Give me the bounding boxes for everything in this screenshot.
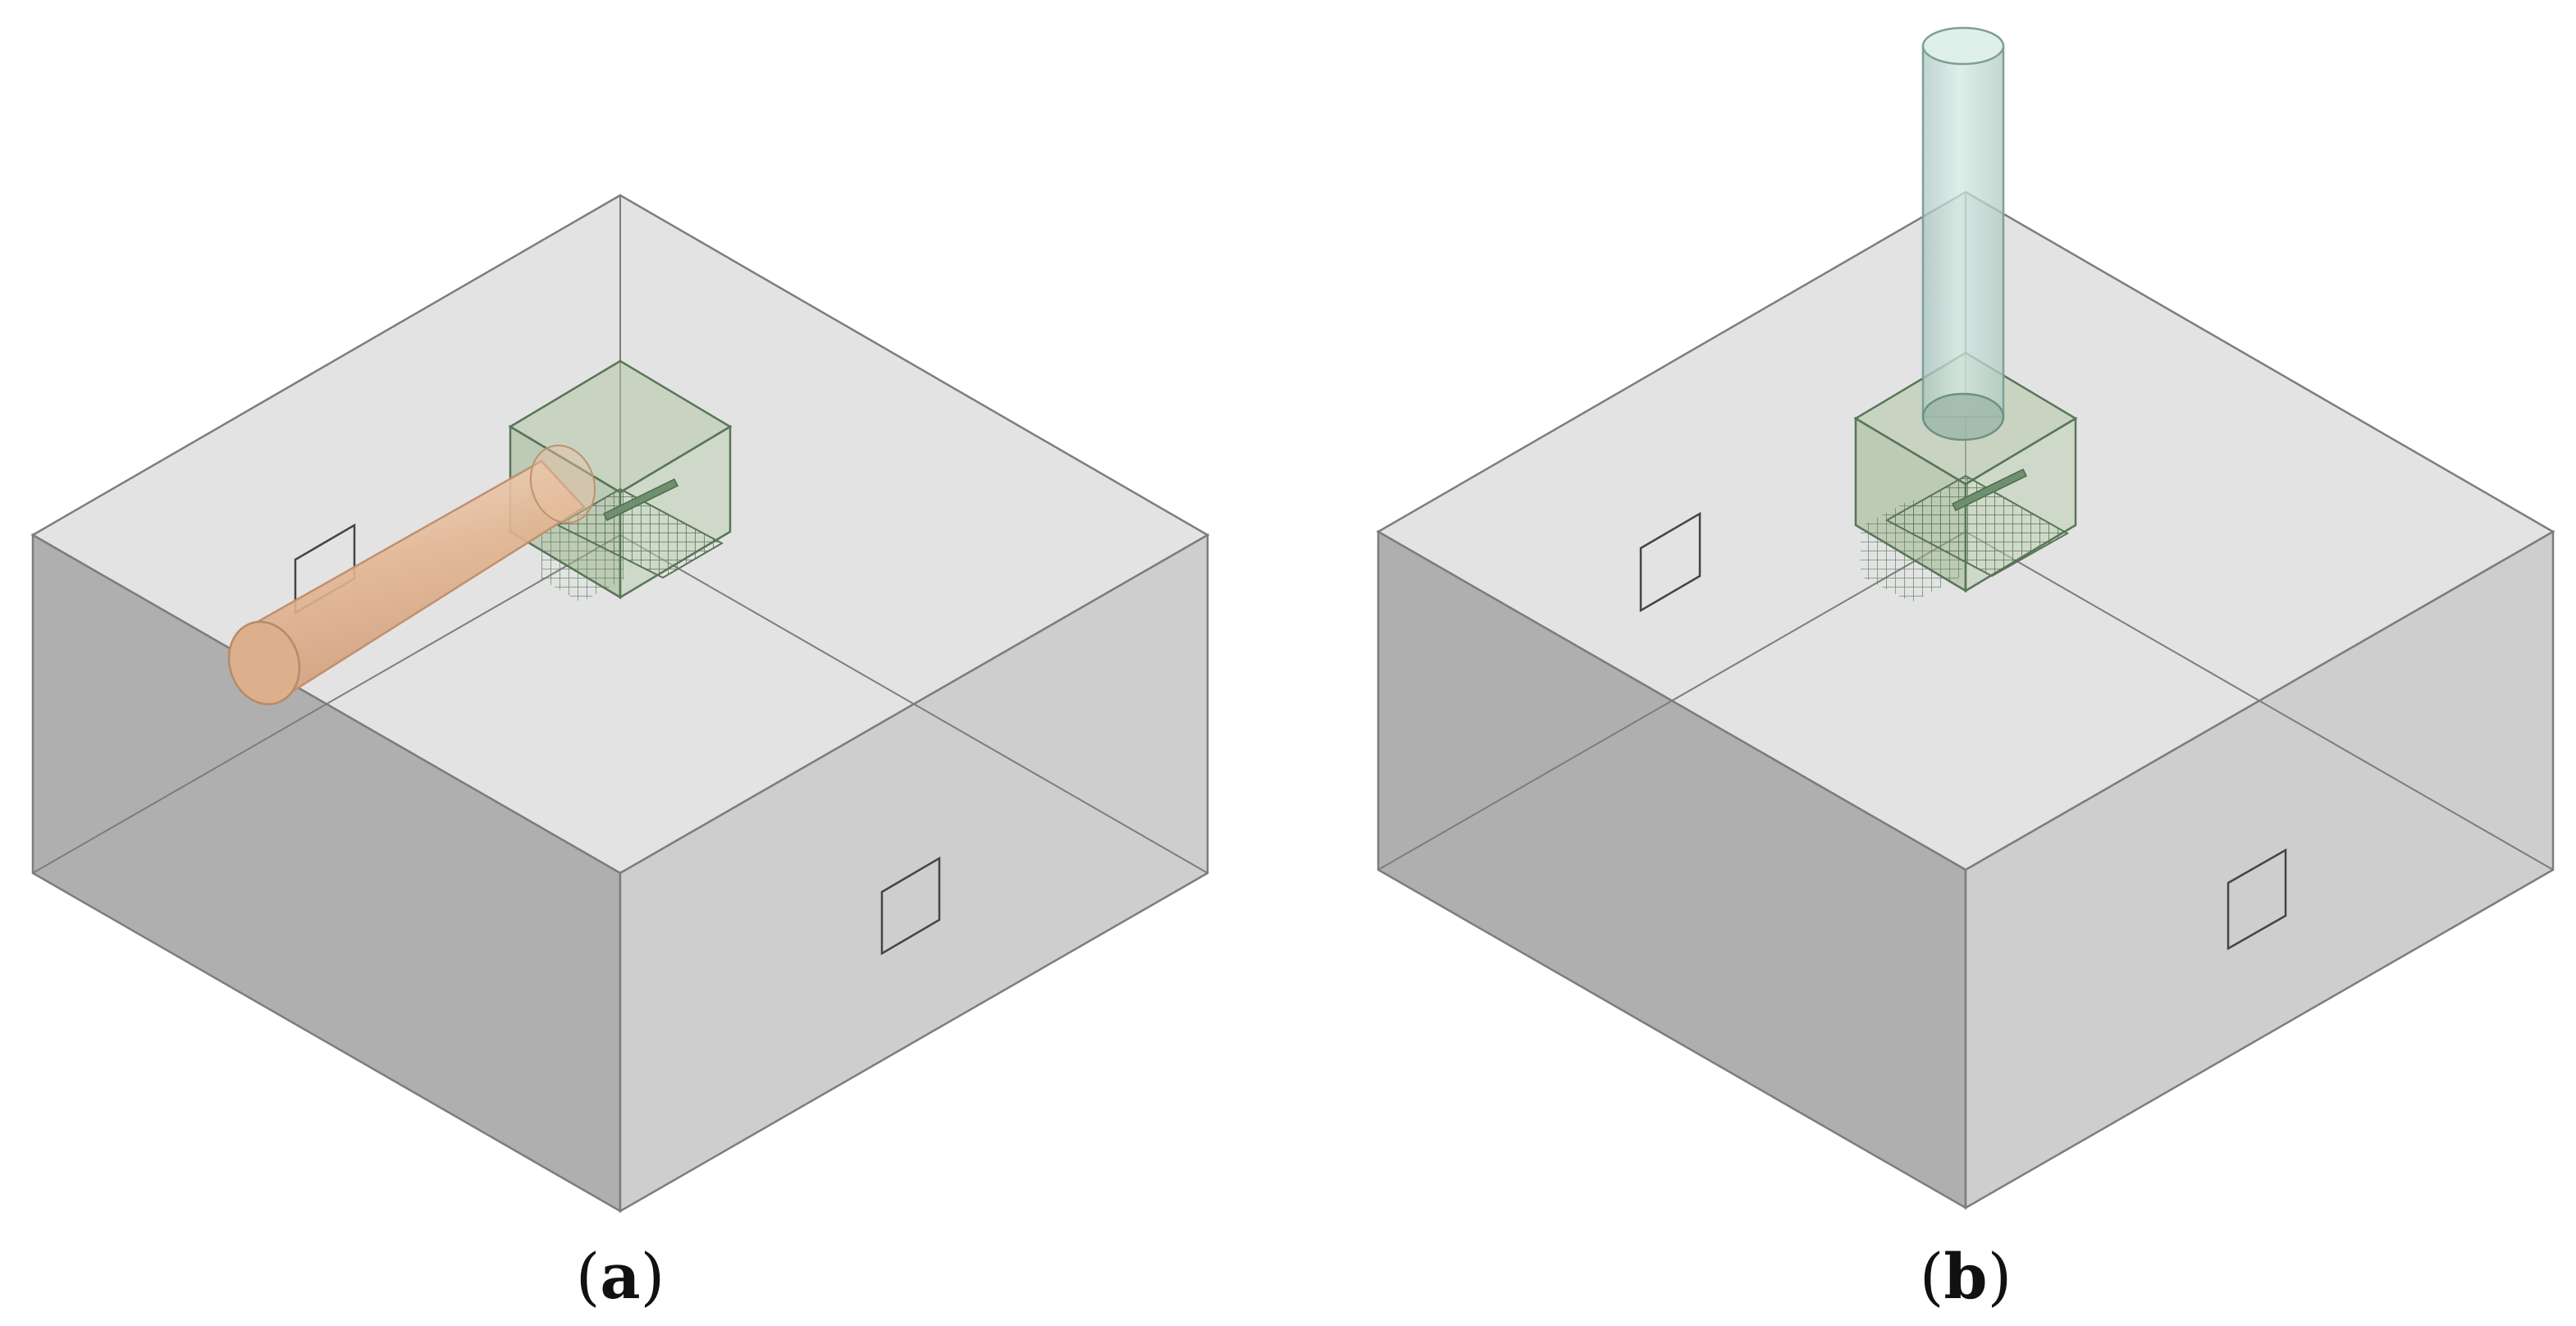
horizontal-inlet-pipe — [227, 444, 596, 706]
mesh-bar — [602, 478, 679, 521]
cube-floor-mesh — [555, 487, 724, 579]
vertical-inlet-pipe — [1921, 26, 2005, 441]
room-box-a — [30, 194, 1210, 1214]
cube-wall-mesh — [541, 507, 623, 602]
cube-wall-mesh — [1861, 499, 1962, 602]
panel-a — [30, 194, 1210, 1214]
caption-b: (b) — [1920, 1240, 2012, 1313]
panel-b — [1376, 26, 2555, 1210]
outlet-window-left — [1639, 511, 1701, 613]
outlet-window-right — [880, 856, 941, 956]
caption-a: (a) — [576, 1240, 665, 1313]
outlet-window-right — [2227, 848, 2287, 951]
pipe-end-cap — [227, 620, 301, 706]
pipe-bottom-opening — [1921, 392, 2005, 441]
pipe-far-cap — [529, 444, 596, 524]
pipe-top-cap — [1921, 26, 2005, 66]
pipe-body — [1921, 44, 2005, 418]
inner-cube-b — [1853, 351, 2078, 602]
mesh-bar — [1951, 469, 2028, 511]
